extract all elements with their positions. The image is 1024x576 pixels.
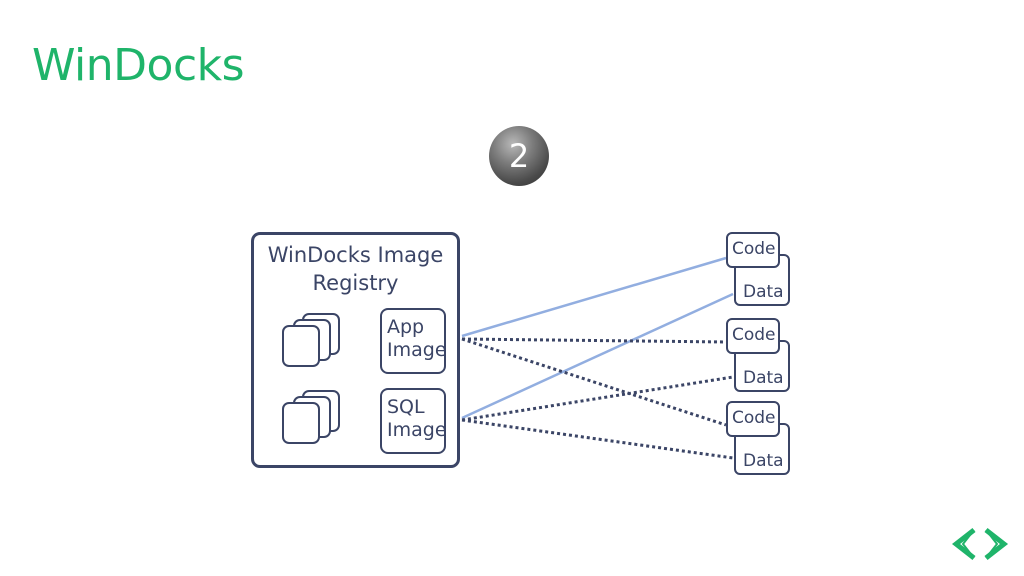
registry-title-line2: Registry [312,271,399,295]
sql-image-label-line2: Image [387,419,447,441]
sql-image-label-line1: SQL [387,396,425,418]
code-box: Code [726,318,780,354]
step-number-badge: 2 [489,126,549,186]
sql-image-box: SQL Image [380,388,447,454]
registry-title: WinDocks Image Registry [254,241,457,297]
environment-3: Data Code [726,401,794,477]
app-image-label-line1: App [387,316,425,338]
registry-title-line1: WinDocks Image [267,243,444,267]
data-label: Data [743,282,784,302]
sql-to-env1-data-link [461,292,734,420]
data-label: Data [743,368,784,388]
stack-layer [282,402,320,444]
image-registry-box: WinDocks Image Registry App Image SQL Im… [251,232,460,468]
app-to-env3-code-link [461,337,727,427]
solid-links [461,256,734,420]
data-label: Data [743,451,784,471]
app-image-box: App Image [380,308,447,374]
dotted-links [461,337,734,460]
app-to-env2-code-link [461,337,727,344]
data-box: Data [734,340,790,392]
code-box: Code [726,401,780,437]
environment-1: Data Code [726,232,794,308]
code-box: Code [726,232,780,268]
environment-2: Data Code [726,318,794,394]
app-image-label-line2: Image [387,339,447,361]
slide-title: WinDocks [32,40,245,91]
sql-to-env2-data-link [461,375,734,422]
chevron-brackets-logo-icon [952,528,1009,560]
sql-to-env3-data-link [461,418,734,460]
stack-layer [282,325,320,367]
app-to-env1-code-link [461,256,727,338]
